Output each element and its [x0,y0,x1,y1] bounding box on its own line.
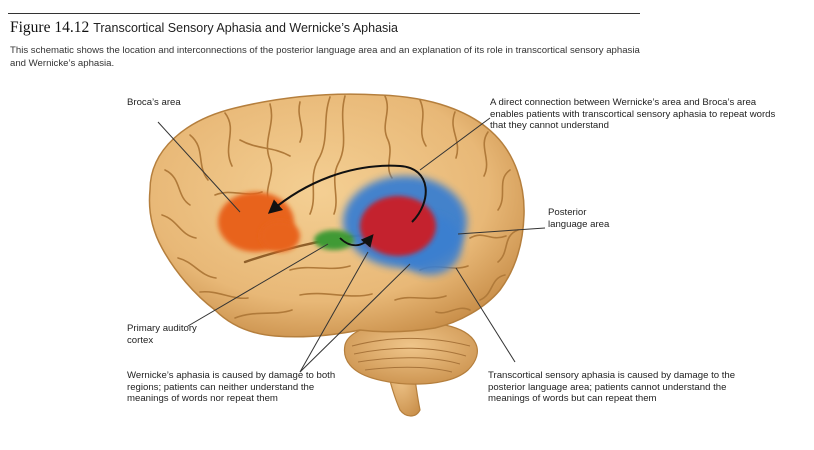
label-primary-auditory-cortex: Primary auditory cortex [127,323,207,346]
label-posterior-language-area: Posterior language area [548,207,618,230]
label-wernicke-aphasia: Wernicke’s aphasia is caused by damage t… [127,370,337,405]
label-transcortical-sensory-aphasia: Transcortical sensory aphasia is caused … [488,370,753,405]
label-broca-area: Broca’s area [127,97,187,109]
cerebrum [150,94,525,337]
primary-auditory-cortex [314,230,354,250]
label-direct-connection: A direct connection between Wernicke’s a… [490,97,780,132]
wernicke-area [360,196,436,256]
broca-area-lower [260,220,300,252]
